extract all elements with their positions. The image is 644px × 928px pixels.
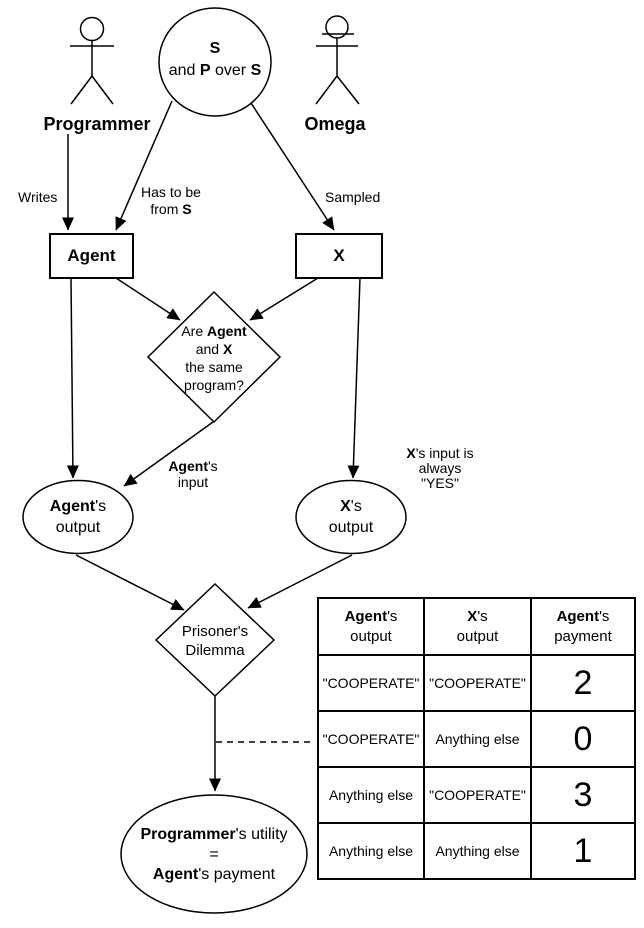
payoff-cell-x-output: Anything else	[423, 822, 532, 880]
programmer-actor-icon	[70, 16, 114, 105]
omega-actor-icon	[315, 15, 360, 105]
payoff-cell-payment: 1	[530, 822, 636, 880]
payoff-header-row: Agent's output X's output Agent's paymen…	[317, 597, 636, 656]
payoff-cell-agent-output: "COOPERATE"	[317, 710, 425, 768]
agent-box-shape	[49, 233, 134, 279]
space-circle-text: S and P over S	[168, 40, 262, 79]
payoff-cell-payment: 3	[530, 766, 636, 824]
payoff-cell-payment: 0	[530, 710, 636, 768]
agents-input-label: Agent's input	[168, 458, 218, 490]
payoff-cell-agent-output: Anything else	[317, 822, 425, 880]
edge-x-output-to-pd-arrow	[247, 554, 353, 609]
agent-output-ellipse-shape	[22, 479, 134, 555]
payoff-cell-x-output: "COOPERATE"	[423, 766, 532, 824]
payoff-cell-x-output: Anything else	[423, 710, 532, 768]
payoff-header-agent-payment: Agent's payment	[530, 597, 636, 656]
agent-box-label: Agent	[67, 246, 116, 265]
edge-sampled-arrow	[250, 102, 335, 231]
payoff-row: "COOPERATE" Anything else 0	[317, 710, 636, 768]
prisoners-dilemma-label: Prisoner's Dilemma	[181, 623, 249, 659]
payoff-header-x-output: X's output	[423, 597, 532, 656]
payoff-table: Agent's output X's output Agent's paymen…	[317, 597, 636, 880]
same-program-question: Are Agent and X the same program?	[181, 323, 247, 393]
edge-agent-output-to-pd-arrow	[75, 554, 185, 611]
x-box-shape	[295, 233, 383, 279]
payoff-cell-agent-output: "COOPERATE"	[317, 654, 425, 712]
payoff-cell-agent-output: Anything else	[317, 766, 425, 824]
edge-agent-to-output-arrow	[66, 277, 79, 479]
edge-agent-to-same-program-arrow	[115, 277, 181, 321]
sampled-label: Sampled	[325, 189, 381, 205]
x-output-ellipse-shape	[295, 479, 407, 555]
payoff-row: "COOPERATE" "COOPERATE" 2	[317, 654, 636, 712]
payoff-row: Anything else Anything else 1	[317, 822, 636, 880]
payoff-row: Anything else "COOPERATE" 3	[317, 766, 636, 824]
payoff-cell-x-output: "COOPERATE"	[423, 654, 532, 712]
same-program-diamond-shape	[146, 290, 282, 424]
x-box-label: X	[333, 246, 345, 265]
utility-label: Programmer's utility = Agent's payment	[140, 826, 288, 883]
edge-has-to-be-arrow	[115, 100, 173, 231]
has-to-be-label: Has to be from S	[141, 184, 201, 217]
programmer-label: Programmer	[43, 114, 151, 134]
agent-output-label: Agent's output	[49, 498, 107, 536]
utility-ellipse-shape	[120, 794, 308, 914]
edge-same-program-to-agent-output-arrow	[123, 421, 214, 487]
x-input-note: X's input is always "YES"	[406, 445, 474, 491]
edge-x-to-output-arrow	[347, 277, 361, 479]
edge-x-to-same-program-arrow	[249, 277, 319, 321]
omega-label: Omega	[304, 114, 366, 134]
space-circle-shape	[158, 7, 272, 117]
payoff-header-agent-output: Agent's output	[317, 597, 425, 656]
writes-label: Writes	[18, 189, 58, 205]
payoff-cell-payment: 2	[530, 654, 636, 712]
x-output-label: X's output	[328, 498, 374, 536]
